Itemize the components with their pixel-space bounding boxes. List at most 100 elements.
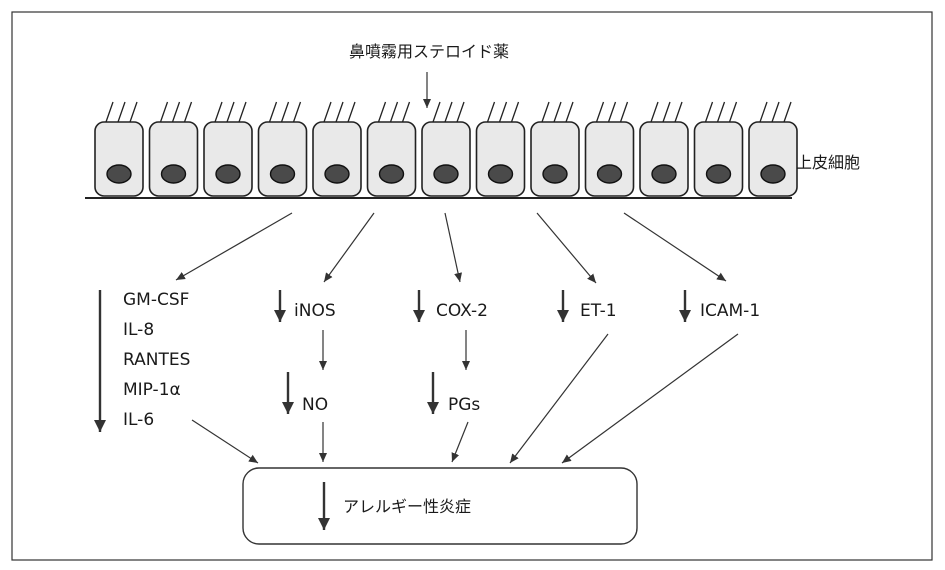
cilium — [772, 102, 779, 122]
arrow-il6-to-outcome — [192, 420, 258, 463]
cilium — [457, 102, 464, 122]
cilium — [118, 102, 125, 122]
arrow-to-icam1 — [624, 213, 726, 281]
cilium — [403, 102, 410, 122]
epithelial-cell — [531, 102, 579, 196]
product-pgs: PGs — [448, 395, 480, 415]
cell-nucleus — [489, 165, 513, 183]
cilium — [512, 102, 519, 122]
arrow-to-inos — [324, 213, 374, 282]
cell-nucleus — [271, 165, 295, 183]
cilium — [663, 102, 670, 122]
drug-label: 鼻噴霧用ステロイド薬 — [349, 42, 509, 61]
cell-body — [204, 122, 252, 196]
cilium — [106, 102, 113, 122]
cilium — [391, 102, 398, 122]
arrow-pgs-to-outcome — [452, 422, 468, 462]
mediator-et-1: ET-1 — [580, 301, 617, 321]
cilium — [161, 102, 168, 122]
epithelial-cell — [313, 102, 361, 196]
cell-nucleus — [707, 165, 731, 183]
cilium — [173, 102, 180, 122]
arrow-et1-to-outcome — [510, 334, 608, 463]
cilium — [324, 102, 331, 122]
cell-nucleus — [434, 165, 458, 183]
epithelial-cell-layer — [95, 102, 797, 196]
cell-body — [586, 122, 634, 196]
epithelial-cell — [640, 102, 688, 196]
cilium — [227, 102, 234, 122]
cell-body — [640, 122, 688, 196]
cytokine-rantes: RANTES — [123, 350, 190, 370]
cell-body — [150, 122, 198, 196]
cell-nucleus — [216, 165, 240, 183]
cell-nucleus — [598, 165, 622, 183]
mediator-icam-1: ICAM-1 — [700, 301, 760, 321]
cell-body — [259, 122, 307, 196]
cilium — [130, 102, 137, 122]
cilium — [379, 102, 386, 122]
cilium — [760, 102, 767, 122]
product-no: NO — [302, 395, 328, 415]
cell-body — [313, 122, 361, 196]
cell-nucleus — [761, 165, 785, 183]
cilium — [784, 102, 791, 122]
cytokine-il-6: IL-6 — [123, 410, 154, 430]
cilium — [675, 102, 682, 122]
epithelium-label: 上皮細胞 — [796, 153, 860, 172]
cell-body — [95, 122, 143, 196]
epithelial-cell — [422, 102, 470, 196]
cilium — [433, 102, 440, 122]
cilium — [445, 102, 452, 122]
cilium — [185, 102, 192, 122]
cilium — [542, 102, 549, 122]
cilium — [718, 102, 725, 122]
cilium — [270, 102, 277, 122]
cytokine-mip-1a: MIP-1α — [123, 380, 181, 400]
cilium — [336, 102, 343, 122]
cilium — [706, 102, 713, 122]
cell-nucleus — [325, 165, 349, 183]
cilium — [500, 102, 507, 122]
cell-body — [695, 122, 743, 196]
mediator-cox-2: COX-2 — [436, 301, 488, 321]
cell-nucleus — [162, 165, 186, 183]
epithelial-cell — [150, 102, 198, 196]
cell-body — [422, 122, 470, 196]
mediator-inos: iNOS — [294, 301, 336, 321]
cell-body — [531, 122, 579, 196]
cell-body — [749, 122, 797, 196]
epithelial-cell — [368, 102, 416, 196]
cilium — [730, 102, 737, 122]
cilium — [488, 102, 495, 122]
cell-body — [477, 122, 525, 196]
cell-nucleus — [380, 165, 404, 183]
cilium — [609, 102, 616, 122]
epithelial-cell — [204, 102, 252, 196]
cell-nucleus — [652, 165, 676, 183]
cell-nucleus — [107, 165, 131, 183]
arrow-to-et1 — [537, 213, 596, 283]
epithelial-cell — [749, 102, 797, 196]
cilium — [294, 102, 301, 122]
arrow-icam1-to-outcome — [562, 334, 738, 463]
arrow-to-cox2 — [445, 213, 460, 282]
epithelial-cell — [586, 102, 634, 196]
cytokine-gm-csf: GM-CSF — [123, 290, 189, 310]
cilium — [554, 102, 561, 122]
epithelial-cell — [477, 102, 525, 196]
cilium — [282, 102, 289, 122]
cilium — [597, 102, 604, 122]
epithelial-cell — [695, 102, 743, 196]
epithelial-cell — [259, 102, 307, 196]
cilium — [215, 102, 222, 122]
cilium — [348, 102, 355, 122]
cilium — [651, 102, 658, 122]
cilium — [566, 102, 573, 122]
cytokine-il-8: IL-8 — [123, 320, 154, 340]
cell-nucleus — [543, 165, 567, 183]
epithelial-cell — [95, 102, 143, 196]
cilium — [621, 102, 628, 122]
cell-body — [368, 122, 416, 196]
